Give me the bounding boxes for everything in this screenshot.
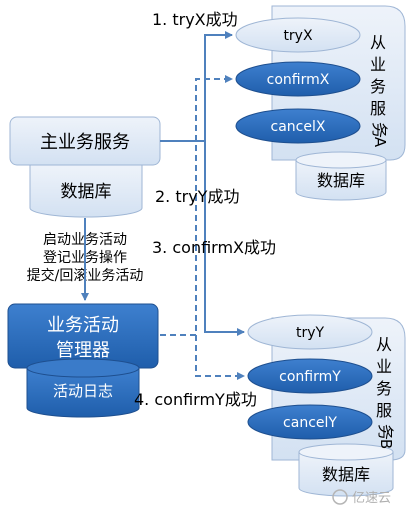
service-b-label-1: 业 <box>376 357 392 376</box>
step-2: 2. tryY成功 <box>155 187 239 206</box>
service-b-db-cylinder <box>298 451 394 497</box>
tryy-op <box>247 314 373 350</box>
service-a-db-cylinder <box>295 159 387 201</box>
service-a-label-3: 服 <box>370 99 386 118</box>
manager-group: 业务活动 管理器 活动日志 <box>7 303 159 418</box>
service-a-label-0: 从 <box>370 33 386 52</box>
cancelx-op <box>235 108 361 144</box>
service-a-db-label: 数据库 <box>317 171 365 190</box>
tryy-label: tryY <box>296 325 325 341</box>
service-b-label-4: 务 <box>376 424 395 440</box>
step-4: 4. confirmY成功 <box>134 390 257 409</box>
watermark-logo-icon <box>332 489 348 505</box>
service-a-label-1: 业 <box>370 55 386 74</box>
log-cylinder <box>26 367 140 418</box>
service-a-label-4: 务 <box>370 122 389 138</box>
tryx-op <box>235 17 361 53</box>
service-b-group: 数据库 tryY confirmY cancelY 从 业 务 服 务 B <box>247 314 406 497</box>
step-1: 1. tryX成功 <box>152 10 238 29</box>
watermark-text: 亿速云 <box>352 491 391 506</box>
watermark: 亿速云 <box>332 489 391 506</box>
cancely-label: cancelY <box>283 415 337 431</box>
service-b-label-3: 服 <box>376 401 392 420</box>
main-db-cylinder <box>29 164 143 218</box>
confirmx-label: confirmX <box>267 72 330 88</box>
service-b-label-2: 务 <box>376 379 392 398</box>
main-db-label: 数据库 <box>61 182 112 202</box>
try-y-arrow <box>204 141 245 336</box>
service-b-db-label: 数据库 <box>322 465 370 484</box>
main-service-title: 主业务服务 <box>40 132 130 153</box>
service-b-label-5: B <box>377 439 395 449</box>
confirm-x-arrow <box>160 75 233 336</box>
confirmx-op <box>235 61 361 97</box>
manager-title-1: 业务活动 <box>47 315 119 336</box>
log-label: 活动日志 <box>53 382 113 400</box>
cancely-op <box>247 404 373 440</box>
confirmy-label: confirmY <box>279 369 341 385</box>
service-a-label-2: 务 <box>370 77 386 96</box>
tryx-label: tryX <box>283 28 313 44</box>
try-x-arrow <box>160 31 233 142</box>
manager-title-2: 管理器 <box>56 340 110 361</box>
cancelx-label: cancelX <box>271 119 326 135</box>
step-3: 3. confirmX成功 <box>152 238 276 257</box>
confirm-y-arrow <box>195 335 245 380</box>
service-a-group: 数据库 tryX confirmX cancelX 从 业 务 服 务 A <box>235 5 406 201</box>
service-b-label-0: 从 <box>376 335 392 354</box>
main-service-group: 主业务服务 数据库 <box>9 116 161 218</box>
confirmy-op <box>247 358 373 394</box>
service-a-label-5: A <box>371 137 389 148</box>
